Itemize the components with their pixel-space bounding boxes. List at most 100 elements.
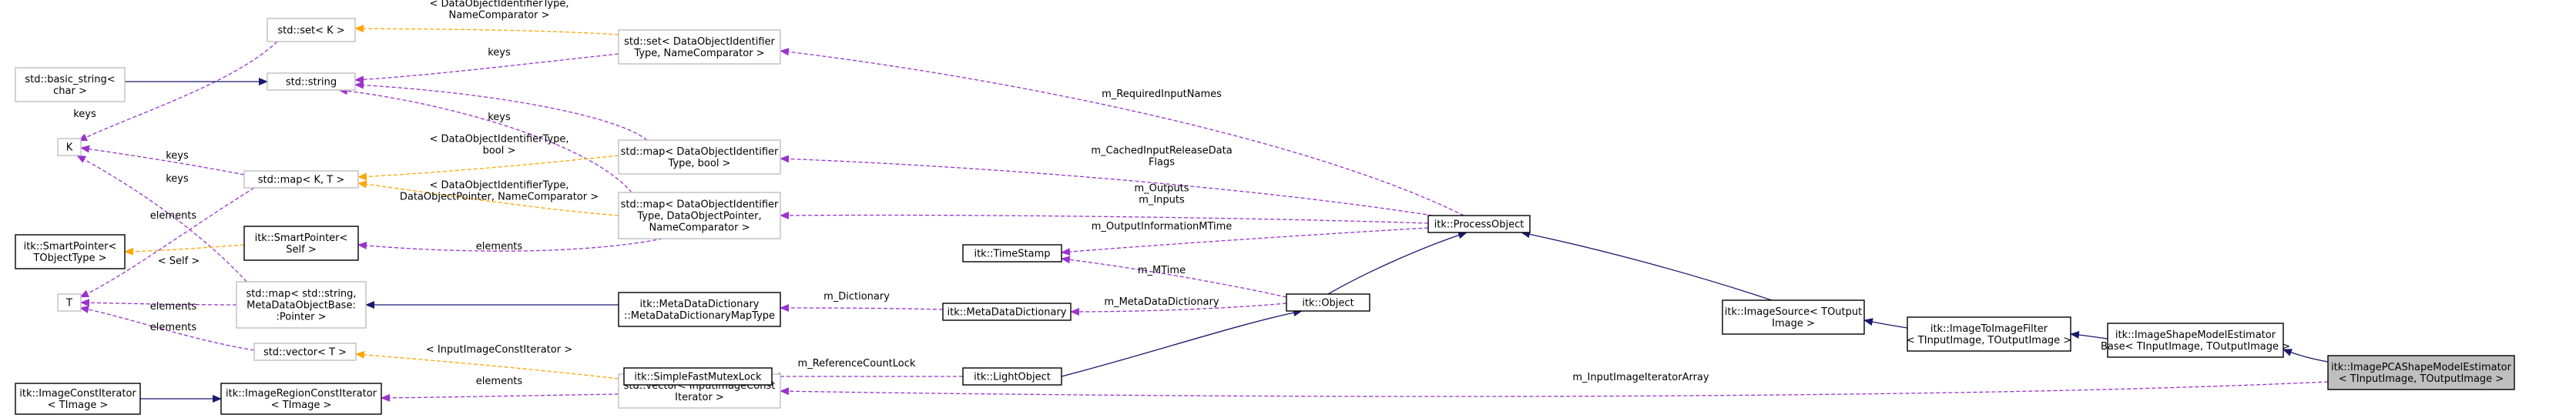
edge-label-tmpl-map-bool: < DataObjectIdentifierType,bool > (430, 134, 569, 157)
node-label: std::string (286, 77, 337, 89)
edge-label-elements-vector-iter: elements (476, 376, 523, 387)
node-smartpointer-t[interactable]: itk::SmartPointer<TObjectType > (15, 234, 126, 269)
node-label: T (65, 298, 72, 309)
node-label: itk::ImageConstIterator< TImage > (19, 388, 136, 411)
node-image-region-iter[interactable]: itk::ImageRegionConstIterator< TImage > (220, 383, 382, 415)
edge-processobject-to-map-doi-bool (780, 155, 1434, 216)
node-pcaestimator[interactable]: itk::ImagePCAShapeModelEstimator< TInput… (2327, 355, 2515, 390)
edge-label-m-dictionary: m_Dictionary (823, 291, 890, 303)
edge-map-string-ptr-to-t (80, 299, 237, 307)
node-vector-t: std::vector< T > (253, 343, 357, 361)
edge-label-keys-string1: keys (488, 47, 511, 59)
node-box (15, 383, 141, 415)
node-box (618, 192, 781, 239)
edges-layer (76, 25, 2329, 403)
node-label: itk::MetaDataDictionary::MetaDataDiction… (624, 299, 775, 322)
node-object[interactable]: itk::Object (1286, 293, 1370, 312)
node-timestamp[interactable]: itk::TimeStamp (962, 244, 1062, 263)
node-label: std::map< K, T > (258, 175, 345, 186)
node-box (267, 72, 356, 91)
edge-label-tmpl-set: < DataObjectIdentifierType,NameComparato… (430, 0, 569, 22)
edge-map-doi-ptr-to-map-kt (357, 180, 619, 216)
edge-set-doi-to-set-k (354, 25, 619, 35)
node-image-const-iter[interactable]: itk::ImageConstIterator< TImage > (15, 383, 141, 415)
node-box (57, 138, 82, 156)
edge-label-elements-vector-t: elements (150, 322, 197, 333)
node-map-kt: std::map< K, T > (243, 170, 359, 189)
edge-label-elements-map-ptr: elements (476, 241, 523, 252)
edge-lightobject-to-object (1061, 309, 1303, 377)
edge-label-m-mtime: m_MTime (1138, 265, 1186, 276)
node-t: T (57, 293, 82, 312)
node-box (236, 281, 367, 329)
node-box (618, 139, 781, 175)
node-box (618, 29, 781, 65)
node-label: std::vector< T > (263, 347, 347, 359)
node-imagetoimagefilter[interactable]: itk::ImageToImageFilter< TInputImage, TO… (1907, 316, 2071, 352)
edge-label-elements-map-string: elements (150, 301, 197, 313)
node-box (15, 234, 126, 269)
edge-processobject-to-timestamp (1061, 227, 1429, 256)
node-k: K (57, 138, 82, 156)
node-label: itk::LightObject (974, 372, 1051, 383)
edge-object-to-mdd (1070, 303, 1287, 316)
node-smartpointer-self[interactable]: itk::SmartPointer<Self > (243, 226, 359, 261)
edge-label-m-iterarray: m_InputImageIteratorArray (1572, 372, 1709, 383)
edge-map-doi-bool-to-map-kt (357, 155, 619, 181)
edge-shapeestimatorbase-to-imagetoimagefilter (2070, 331, 2108, 339)
edge-label-elements-map-kt: elements (150, 210, 197, 222)
edge-map-kt-to-t (79, 187, 255, 298)
node-label: itk::ProcessObject (1434, 219, 1524, 231)
edge-map-kt-to-k (80, 145, 245, 176)
edge-vector-iter-to-vector-t (355, 350, 619, 380)
node-box (15, 67, 126, 102)
node-box (942, 303, 1072, 321)
edge-label-keys-set-k: keys (73, 109, 96, 120)
edge-imagetoimagefilter-to-imagesource (1863, 318, 1908, 329)
node-box (962, 244, 1062, 263)
node-lightobject[interactable]: itk::LightObject (962, 367, 1062, 386)
edge-map-doi-ptr-to-string (338, 87, 632, 193)
node-label: K (66, 142, 73, 154)
node-label: std::map< std::string,MetaDataObjectBase… (246, 289, 356, 323)
node-label: itk::ImageRegionConstIterator< TImage > (226, 388, 377, 411)
node-mdd-map[interactable]: itk::MetaDataDictionary::MetaDataDiction… (618, 292, 781, 327)
edge-labels-layer: keys < DataObjectIdentifierType,NameCompa… (73, 0, 1709, 387)
nodes-layer: std::set< K >std::basic_string<char >std… (15, 18, 2515, 415)
edge-vector-t-to-t (79, 306, 255, 351)
node-processobject[interactable]: itk::ProcessObject (1427, 215, 1531, 233)
node-label: itk::ImageToImageFilter< TInputImage, TO… (1907, 323, 2071, 346)
node-box (1907, 316, 2071, 352)
edge-mdd-to-mdd-map (780, 304, 944, 313)
node-basic-string: std::basic_string<char > (15, 67, 126, 102)
node-label: itk::TimeStamp (974, 249, 1050, 260)
node-box (1286, 293, 1370, 312)
node-box (253, 343, 357, 361)
node-box (1427, 215, 1531, 233)
edge-set-k-to-k (78, 41, 278, 142)
node-mdd[interactable]: itk::MetaDataDictionary (942, 303, 1072, 321)
node-label: itk::SmartPointer<TObjectType > (24, 241, 117, 264)
node-label: std::set< K > (277, 25, 344, 37)
edge-set-doi-to-string (354, 53, 619, 84)
node-label: std::basic_string<char > (25, 74, 115, 97)
node-box (243, 226, 359, 261)
node-string: std::string (267, 72, 356, 91)
edge-processobject-to-set-doi (780, 48, 1464, 216)
node-box (243, 170, 359, 189)
node-mutex[interactable]: itk::SimpleFastMutexLock (623, 367, 773, 386)
node-label: itk::MetaDataDictionary (948, 307, 1067, 319)
node-map-string-ptr: std::map< std::string,MetaDataObjectBase… (236, 281, 367, 329)
edge-label-keys-string2: keys (488, 112, 511, 123)
node-box (1722, 299, 1865, 335)
node-set-k: std::set< K > (267, 18, 356, 42)
